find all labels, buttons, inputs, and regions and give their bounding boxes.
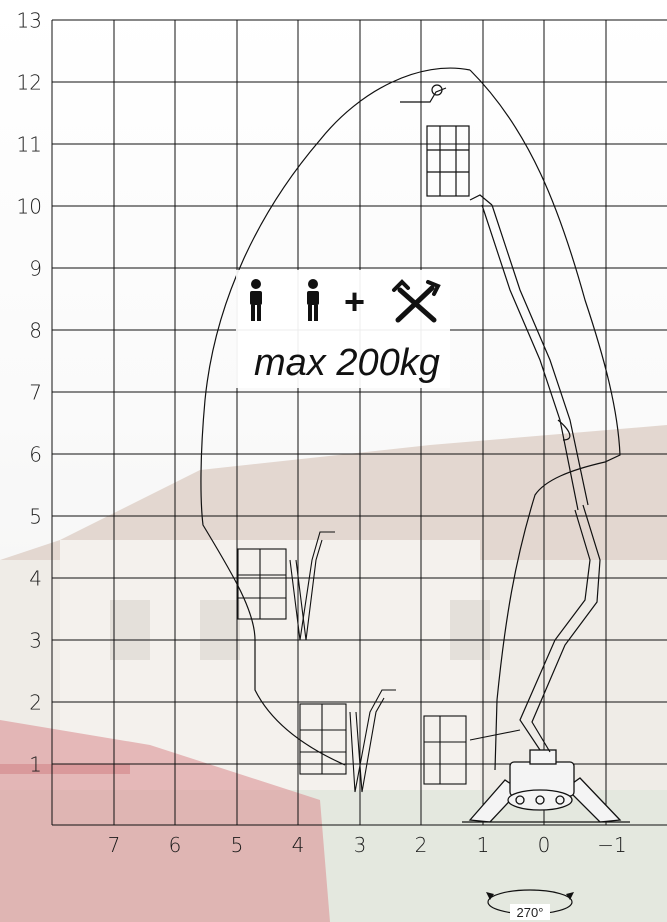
y-tick-label: 4 xyxy=(29,567,42,591)
y-tick-label: 11 xyxy=(17,133,42,157)
y-tick-label: 13 xyxy=(17,9,42,33)
x-tick-label: 5 xyxy=(231,833,244,857)
y-tick-label: 9 xyxy=(29,257,42,281)
rotation-indicator: 270° xyxy=(486,889,574,920)
arrow-icon xyxy=(486,892,494,900)
x-axis: 7 6 5 4 3 2 1 0 −1 xyxy=(108,833,627,857)
boom-stowed-position xyxy=(423,715,521,785)
boom-low-position xyxy=(299,689,396,793)
y-tick-label: 6 xyxy=(29,443,42,467)
machine-base xyxy=(462,749,630,823)
x-tick-label: 6 xyxy=(169,833,182,857)
x-tick-label: 7 xyxy=(108,833,121,857)
person-icon xyxy=(250,279,262,321)
person-icon xyxy=(307,279,319,321)
max-capacity-label: max 200kg xyxy=(254,342,440,384)
x-tick-label: 3 xyxy=(354,833,367,857)
x-tick-label: 4 xyxy=(292,833,305,857)
x-tick-label: 0 xyxy=(538,833,551,857)
y-tick-label: 7 xyxy=(29,381,42,405)
y-tick-label: 3 xyxy=(29,629,42,653)
rotation-label: 270° xyxy=(517,905,544,920)
y-tick-label: 1 xyxy=(29,753,42,777)
working-envelope xyxy=(200,67,621,771)
plus-sign: + xyxy=(344,281,365,322)
boom-extended xyxy=(400,84,601,753)
x-tick-label: −1 xyxy=(597,833,626,857)
y-tick-label: 12 xyxy=(17,71,42,95)
x-tick-label: 2 xyxy=(415,833,428,857)
y-tick-label: 2 xyxy=(29,691,42,715)
tools-icon xyxy=(392,279,441,323)
y-tick-label: 5 xyxy=(29,505,42,529)
load-capacity-panel: + max 200kg xyxy=(236,270,450,388)
y-axis: 13 12 11 10 9 8 7 6 5 4 3 2 1 xyxy=(17,9,42,777)
y-tick-label: 8 xyxy=(29,319,42,343)
boom-mid-position xyxy=(237,531,335,641)
x-tick-label: 1 xyxy=(477,833,490,857)
arrow-icon xyxy=(566,892,574,900)
y-tick-label: 10 xyxy=(17,195,42,219)
